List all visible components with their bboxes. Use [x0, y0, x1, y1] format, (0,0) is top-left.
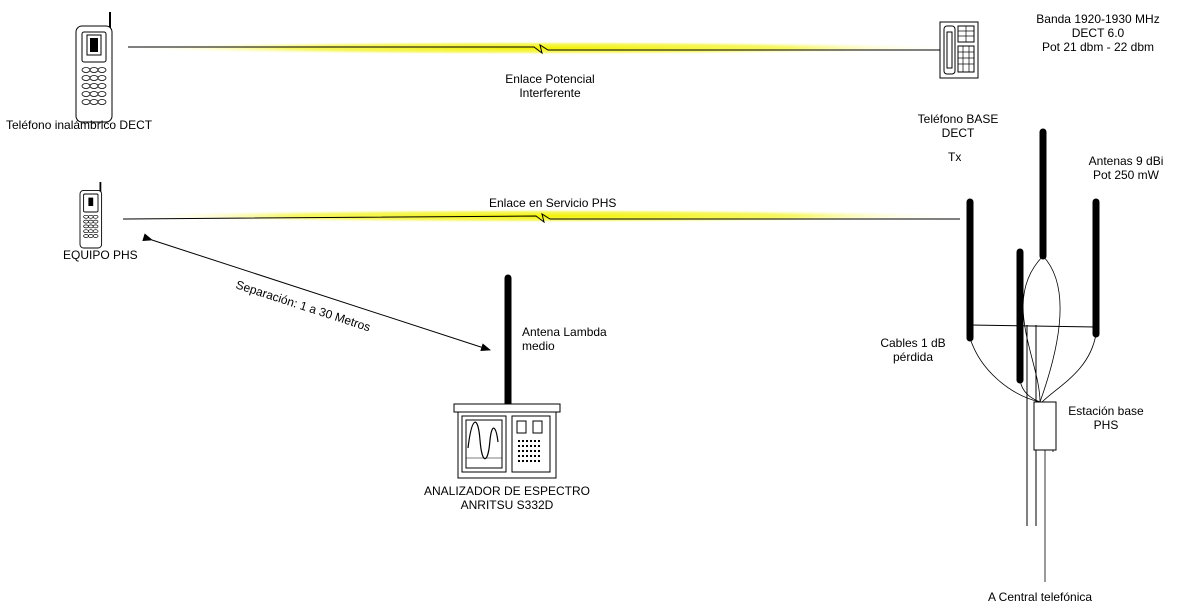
cables-label-line1: Cables 1 dB — [880, 336, 946, 350]
dect-base-label-line2: DECT — [941, 126, 975, 140]
phs-link-label: Enlace en Servicio PHS — [489, 196, 617, 210]
base-station-label: Estación base PHS — [1056, 404, 1156, 432]
antenna-cable — [1041, 333, 1097, 403]
analyzer-label-line1: ANALIZADOR DE ESPECTRO — [423, 484, 591, 498]
lambda-antenna-label-line1: Antena Lambda — [522, 325, 607, 339]
antenna-cable — [969, 337, 1041, 403]
mobile-phone-icon — [79, 182, 103, 249]
lambda-antenna-label: Antena Lambda medio — [522, 325, 607, 353]
mobile-phone-icon — [75, 12, 113, 123]
analyzer-label: ANALIZADOR DE ESPECTRO ANRITSU S332D — [400, 484, 614, 512]
analyzer-label-line2: ANRITSU S332D — [460, 498, 554, 512]
interferer-link-label-line2: Interferente — [519, 86, 581, 100]
central-label: A Central telefónica — [988, 590, 1093, 604]
phs-device-label: EQUIPO PHS — [63, 248, 138, 262]
base-station-label-line2: PHS — [1093, 418, 1119, 432]
antenna-mast-icon — [966, 128, 1100, 582]
spectrum-analyzer-icon — [453, 274, 561, 479]
antenna-cable — [1039, 255, 1061, 403]
band-info-line1: Banda 1920-1930 MHz — [1036, 12, 1160, 26]
lambda-antenna-label-line2: medio — [522, 339, 555, 353]
antenna-cable — [1019, 379, 1041, 403]
antenna-cable — [1022, 255, 1044, 403]
interferer-link-label-line1: Enlace Potencial — [505, 72, 595, 86]
antennas-info: Antenas 9 dBi Pot 250 mW — [1076, 154, 1176, 182]
band-info-line2: DECT 6.0 — [1071, 26, 1125, 40]
phs-service-link — [122, 209, 965, 224]
base-station-label-line1: Estación base — [1068, 404, 1144, 418]
dect-base-label-line1: Teléfono BASE — [917, 112, 999, 126]
desk-phone-icon — [939, 21, 979, 79]
base-station-box — [1033, 401, 1057, 451]
antennas-info-line1: Antenas 9 dBi — [1088, 154, 1164, 168]
tx-label: Tx — [948, 150, 962, 164]
dect-base-label: Teléfono BASE DECT — [908, 112, 1008, 140]
band-info-line3: Pot 21 dbm - 22 dbm — [1041, 40, 1155, 54]
band-info: Banda 1920-1930 MHz DECT 6.0 Pot 21 dbm … — [1020, 12, 1176, 54]
dect-phone-label: Teléfono inalámbrico DECT — [6, 118, 153, 132]
dect-interference-link — [120, 41, 960, 55]
cables-label-line2: pérdida — [892, 350, 934, 364]
cables-label: Cables 1 dB pérdida — [868, 336, 958, 364]
separation-arrow — [142, 233, 491, 352]
interferer-link-label: Enlace Potencial Interferente — [490, 72, 610, 100]
antennas-info-line2: Pot 250 mW — [1092, 168, 1160, 182]
separation-label: Separación: 1 a 30 Metros — [234, 278, 372, 335]
